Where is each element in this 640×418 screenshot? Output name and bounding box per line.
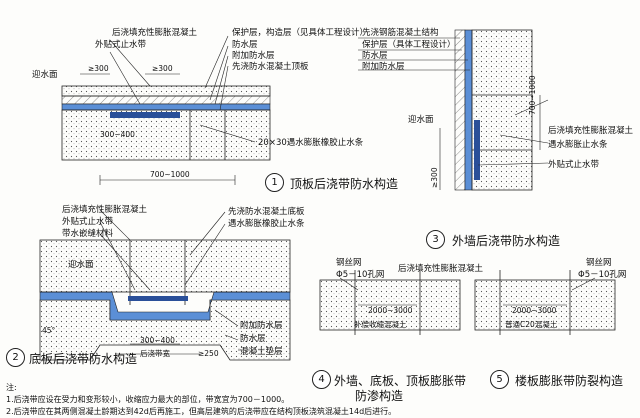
d4-dim: 2000~3000 <box>368 306 413 315</box>
notes-line1: 1.后浇带应设在受力和变形较小，收缩应力最大的部位，带宽宜为700－1000。 <box>6 395 290 404</box>
d3-waterstop-label: 外贴式止水带 <box>548 160 600 170</box>
d3-dim-300: ≥300 <box>430 167 439 188</box>
d3-dim-700: 700~1000 <box>528 75 537 115</box>
detail2-drawing <box>39 209 291 361</box>
detail4-drawing <box>319 270 461 335</box>
notes-line2: 2.后浇带应在其两侧混凝土龄期达到42d后再施工，但高层建筑的后浇带应在结构顶板… <box>6 407 397 416</box>
d4-mesh-spec: Φ5－10孔网 <box>336 270 385 280</box>
d2-number: 2 <box>6 348 25 367</box>
detail5-drawing <box>474 270 616 335</box>
d1-extra-label: 附加防水层 <box>232 51 275 61</box>
d4-title-line1: 外墙、底板、顶板膨胀带 <box>334 374 467 388</box>
d3-structure-label: 先浇钢筋混凝土结构 <box>362 28 439 38</box>
d2-preslab-label: 先浇防水混凝土底板 <box>228 207 305 217</box>
d2-trench-label: 后浇带宽 <box>140 349 170 358</box>
d5-mesh-label: 钢丝网 <box>586 258 612 268</box>
d5-mesh-spec: Φ5－10孔网 <box>578 270 627 280</box>
d2-extra-label: 附加防水层 <box>240 321 283 331</box>
d1-protection-label: 保护层，构造层（见具体工程设计） <box>232 28 369 38</box>
d1-dim-300-400: 300~400 <box>100 130 135 139</box>
d2-angle-label: 45° <box>42 326 56 335</box>
d5-dim: 2000~3000 <box>512 306 557 315</box>
d2-facing-label: 迎水面 <box>68 260 94 270</box>
d2-dim-250: ≥250 <box>198 349 219 358</box>
d1-waterstop-label: 外贴式止水带 <box>95 40 147 50</box>
d4-number: 4 <box>312 370 331 389</box>
d1-dim-300b: ≥300 <box>152 64 173 73</box>
d1-preslab-label: 先浇防水混凝土顶板 <box>232 62 309 72</box>
d2-waterproof-label: 防水层 <box>240 334 266 344</box>
d5-number: 5 <box>490 370 509 389</box>
d2-concrete-label: 后浇填充性膨胀混凝土 <box>62 205 148 215</box>
notes-heading: 注: <box>6 383 17 392</box>
d3-extra-label: 附加防水层 <box>362 62 405 72</box>
d4-concrete-label: 后浇填充性膨胀混凝土 <box>398 264 484 274</box>
d1-concrete-label: 后浇填充性膨胀混凝土 <box>112 28 198 38</box>
d3-waterproof-label: 防水层 <box>362 51 388 61</box>
d1-strip-label: 20×30遇水膨胀橡胶止水条 <box>258 138 364 148</box>
d5-title: 楼板膨胀带防裂构造 <box>515 374 624 388</box>
detail1-drawing <box>61 35 271 185</box>
d1-waterproof-label: 防水层 <box>232 40 258 50</box>
d1-facing-label: 迎水面 <box>32 70 58 80</box>
d3-number: 3 <box>426 230 445 249</box>
d4-bottom-label: 补偿收缩混凝土 <box>354 320 407 329</box>
d5-bottom-label: 普通C20混凝土 <box>505 320 558 329</box>
d2-sealant-label: 带水嵌缝材料 <box>62 229 114 239</box>
d1-number: 1 <box>265 173 284 192</box>
d2-cushion-label: 混凝土垫层 <box>240 347 283 357</box>
d3-strip-label: 遇水膨胀止水条 <box>548 140 608 150</box>
d2-dim-300-400: 300~400 <box>140 336 175 345</box>
detail3-drawing <box>358 29 549 191</box>
d3-title: 外墙后浇带防水构造 <box>452 234 561 248</box>
d4-title-line2: 防渗构造 <box>355 389 404 403</box>
d3-facing-label: 迎水面 <box>408 115 434 125</box>
d2-strip-label: 遇水膨胀橡胶止水条 <box>228 219 305 229</box>
d1-dim-300a: ≥300 <box>88 64 109 73</box>
d3-protection-label: 保护层（具体工程设计） <box>362 40 456 50</box>
d4-mesh-label: 钢丝网 <box>336 258 362 268</box>
d2-title: 底板后浇带防水构造 <box>29 352 138 366</box>
d1-title: 顶板后浇带防水构造 <box>290 177 399 191</box>
d3-concrete-label: 后浇填充性膨胀混凝土 <box>548 126 634 136</box>
d1-dim-700: 700~1000 <box>150 170 190 179</box>
d2-waterstop-label: 外贴式止水带 <box>62 217 114 227</box>
